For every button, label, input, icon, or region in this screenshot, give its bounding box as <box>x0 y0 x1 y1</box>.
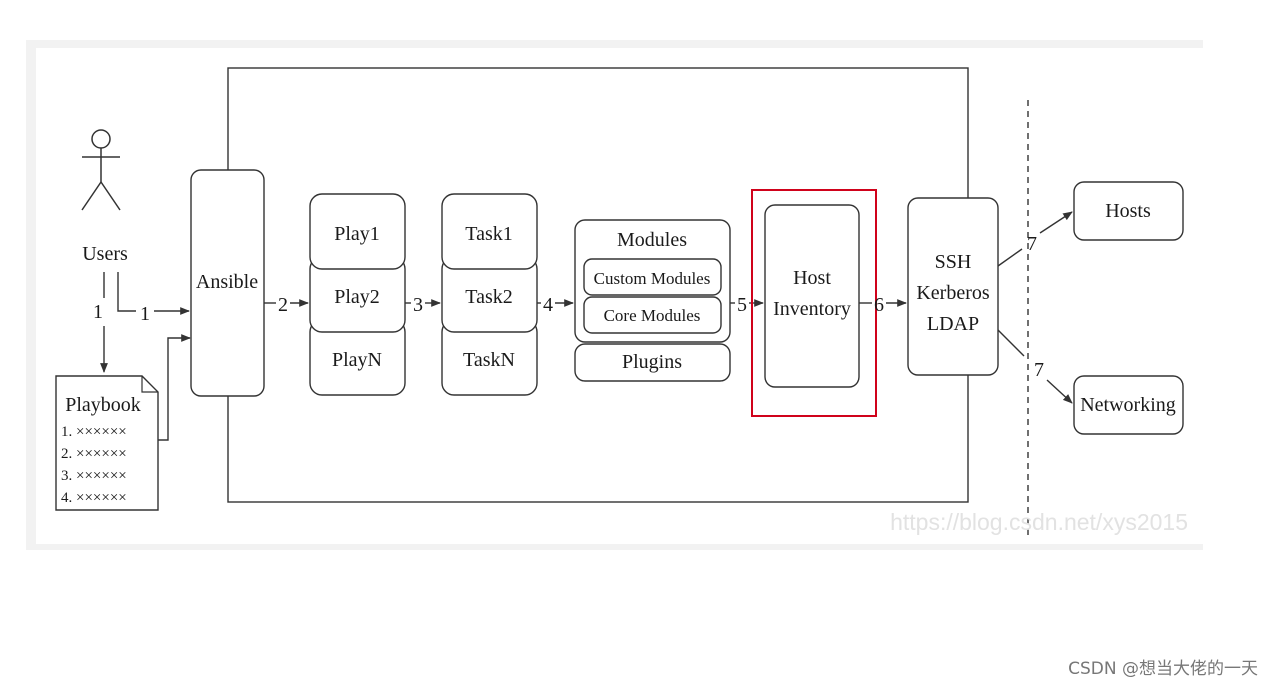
core-modules-box <box>583 296 722 334</box>
modules-title: Modules <box>617 229 687 251</box>
ansible-label: Ansible <box>196 271 258 293</box>
protocol-label: Kerberos <box>916 282 990 304</box>
task-label: Task1 <box>465 223 512 245</box>
user-icon <box>81 129 121 211</box>
protocols-box <box>907 197 999 376</box>
hosts-box <box>1073 181 1184 241</box>
plugins-box <box>574 343 731 382</box>
highlight-box <box>751 189 877 417</box>
playbook-fold <box>141 376 158 393</box>
custom-modules-box <box>583 258 722 296</box>
step-label-7a: 7 <box>1027 233 1037 255</box>
ansible-box <box>190 169 265 397</box>
edge-7-hosts-b <box>1039 211 1073 234</box>
custom-modules-label: Custom Modules <box>594 269 711 288</box>
task-label: Task2 <box>465 286 512 308</box>
playbook-item: 1. ×××××× <box>61 424 127 440</box>
playbook-title: Playbook <box>65 394 141 416</box>
step-label-5: 5 <box>737 294 747 316</box>
host-inventory-box <box>764 204 860 388</box>
watermark: https://blog.csdn.net/xys2015 <box>890 509 1188 535</box>
task-box-1 <box>441 193 538 270</box>
play-label: Play1 <box>334 223 380 245</box>
networking-label: Networking <box>1080 394 1176 416</box>
step-label-7b: 7 <box>1034 359 1044 381</box>
step-label-4: 4 <box>543 294 553 316</box>
step-label-6: 6 <box>874 294 884 316</box>
playbook-document <box>55 375 159 511</box>
step-label-1a: 1 <box>93 301 103 323</box>
edge-7-net-a <box>997 329 1025 357</box>
protocol-label: SSH <box>935 251 972 273</box>
networking-box <box>1073 375 1184 435</box>
playbook-item: 2. ×××××× <box>61 446 127 462</box>
step-label-1b: 1 <box>140 303 150 325</box>
hosts-label: Hosts <box>1105 200 1151 222</box>
playbook-item: 3. ×××××× <box>61 468 127 484</box>
protocol-label: LDAP <box>927 313 979 335</box>
play-label: PlayN <box>332 349 382 371</box>
host-inventory-line: Host <box>793 267 831 289</box>
host-inventory-line: Inventory <box>773 298 851 320</box>
play-label: Play2 <box>334 286 380 308</box>
playbook-item: 4. ×××××× <box>61 490 127 506</box>
users-label: Users <box>82 243 128 265</box>
edge-7-hosts-a <box>997 248 1023 267</box>
plugins-label: Plugins <box>622 351 682 373</box>
core-modules-label: Core Modules <box>604 306 701 325</box>
step-label-2: 2 <box>278 294 288 316</box>
step-label-3: 3 <box>413 294 423 316</box>
edge-playbook-ansible <box>158 334 191 441</box>
edge-7-net-b <box>1046 379 1073 404</box>
edge-users-ansible-a <box>117 272 136 312</box>
credit-text: CSDN @想当大佬的一天 <box>1068 659 1258 679</box>
play-box-1 <box>309 193 406 270</box>
task-label: TaskN <box>463 349 515 371</box>
